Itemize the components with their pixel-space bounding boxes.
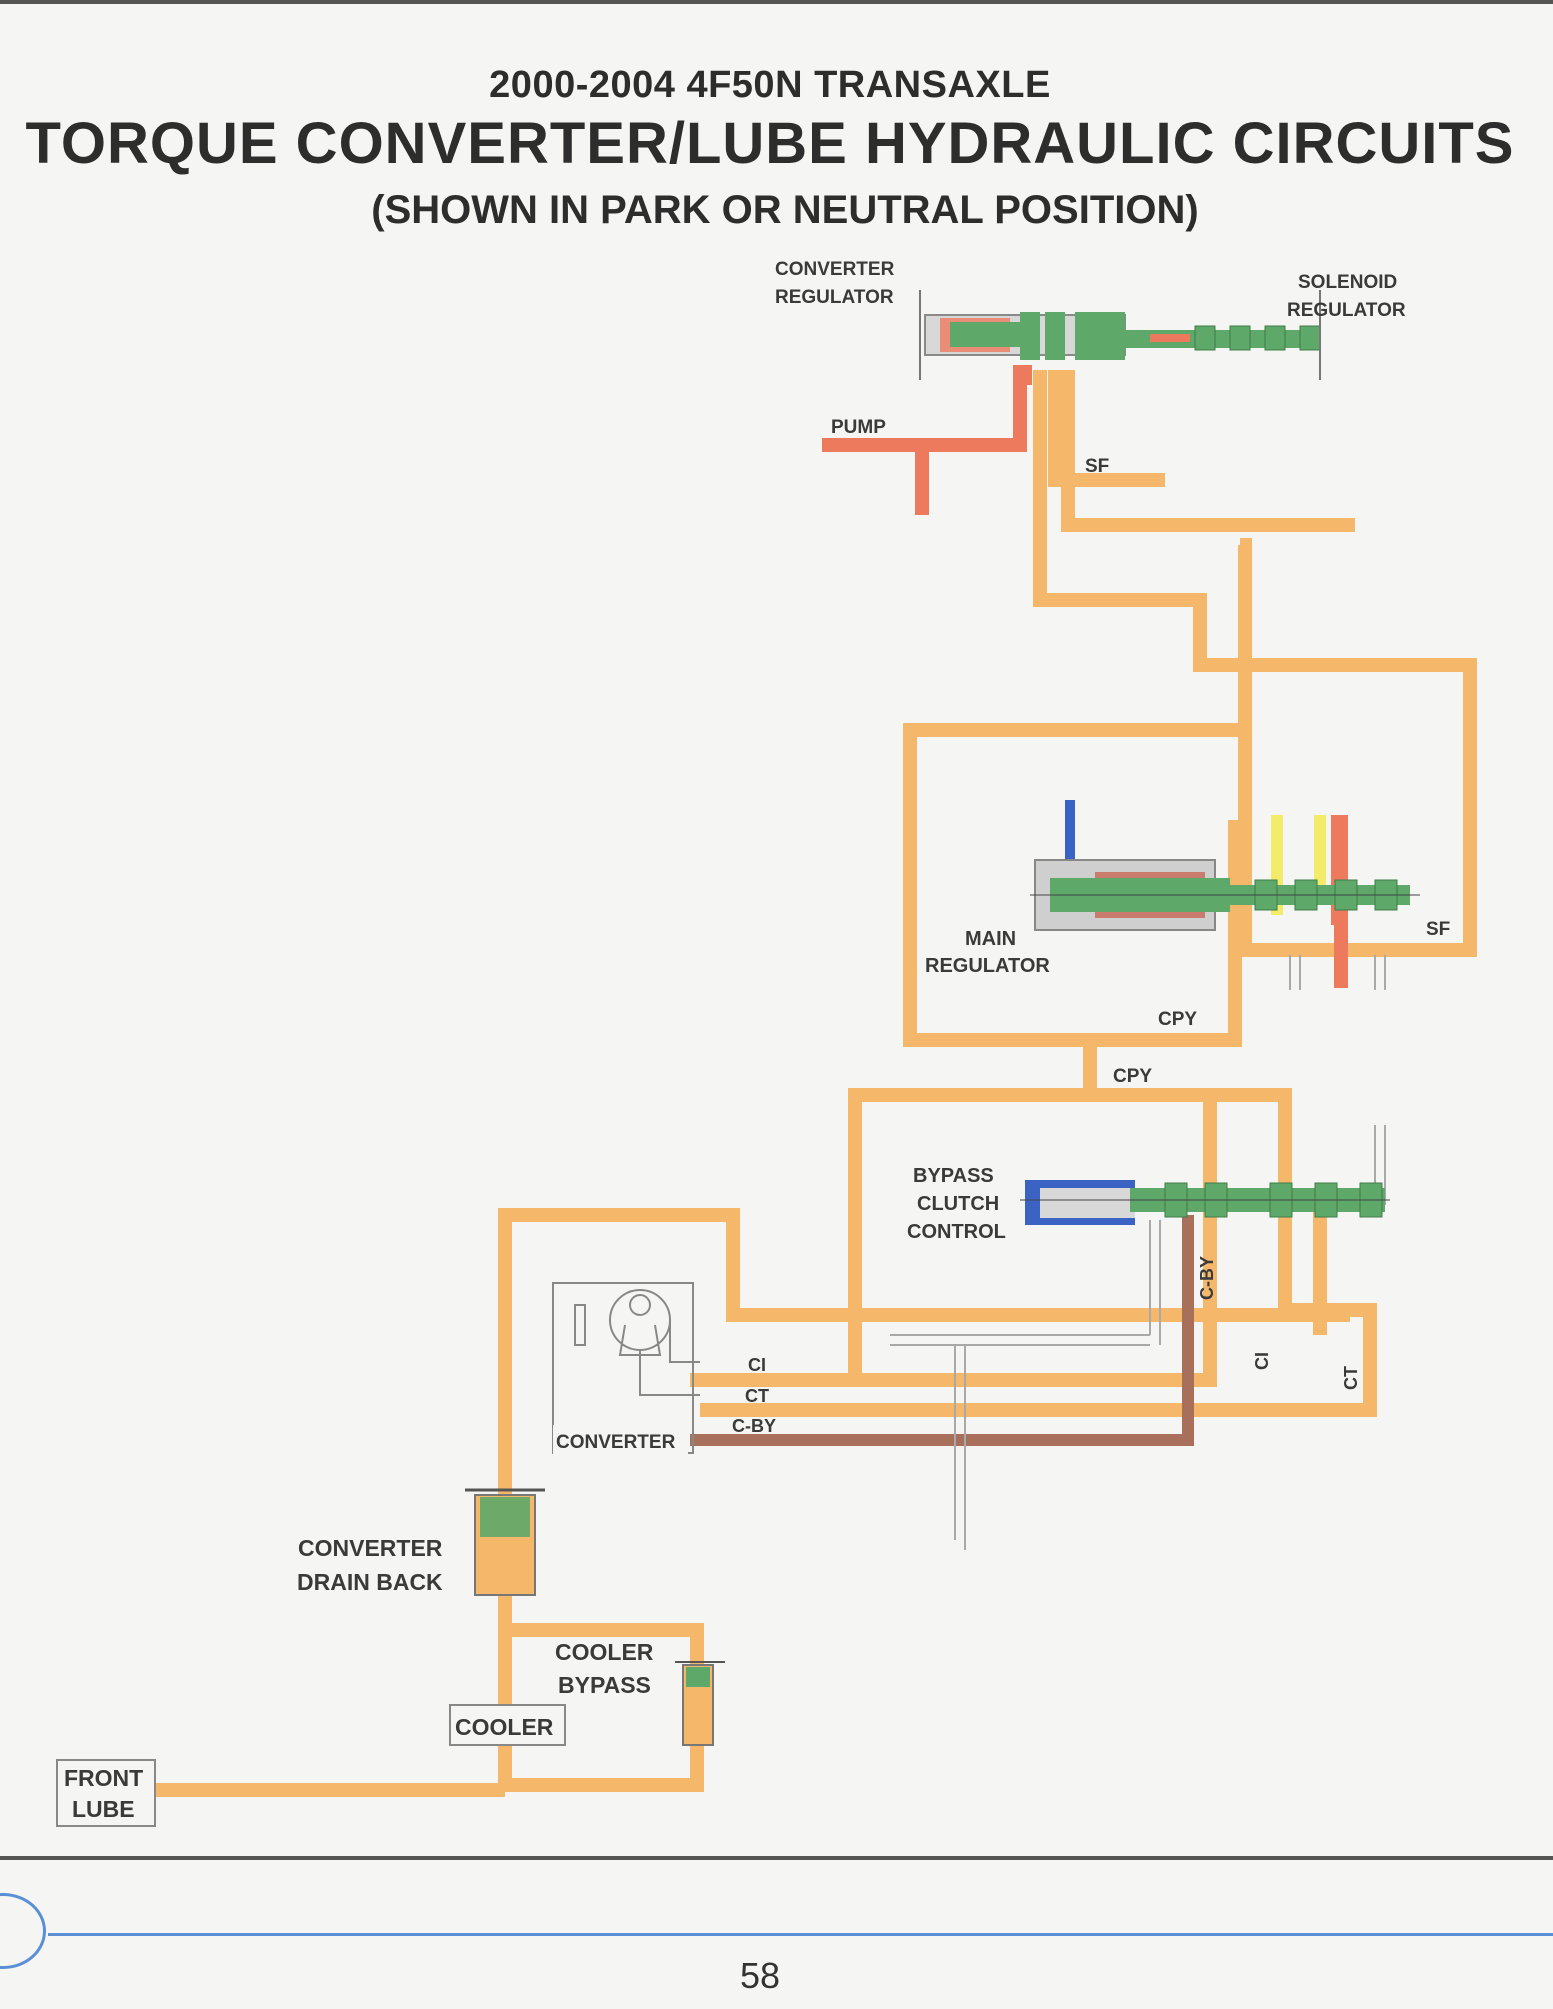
label-drain-back-1: CONVERTER	[298, 1535, 443, 1561]
label-c-by-vertical: C-BY	[1197, 1256, 1217, 1300]
conv-reg-feed-right	[1061, 370, 1355, 532]
label-front-lube-1: FRONT	[64, 1765, 143, 1791]
bypass-clutch-control-valve	[1020, 1180, 1390, 1225]
label-cpy-2: CPY	[1113, 1066, 1152, 1087]
label-bypass-3: CONTROL	[907, 1221, 1006, 1243]
label-ct-vertical: CT	[1341, 1366, 1361, 1390]
front-lube-box	[56, 1759, 156, 1827]
c-by-passages	[690, 1215, 1194, 1446]
label-ci-vertical: CI	[1252, 1352, 1272, 1370]
diagram-title: TORQUE CONVERTER/LUBE HYDRAULIC CIRCUITS	[25, 111, 1515, 176]
label-converter-regulator-2: REGULATOR	[775, 287, 894, 308]
label-pump: PUMP	[831, 417, 886, 438]
label-bypass-2: CLUTCH	[917, 1193, 999, 1215]
label-cooler-bypass-2: BYPASS	[558, 1672, 651, 1698]
converter-regulator-valve	[919, 290, 1321, 380]
lube-passages	[150, 370, 1477, 1797]
footer-line	[48, 1933, 1553, 1936]
label-solenoid-regulator-2: REGULATOR	[1287, 300, 1406, 321]
label-cpy-1: CPY	[1158, 1009, 1197, 1030]
vertical-trunk	[903, 545, 1252, 1047]
label-ci: CI	[748, 1355, 766, 1375]
converter-drain-back-valve	[465, 1488, 545, 1596]
bottom-rule	[0, 1856, 1553, 1860]
label-converter-regulator-1: CONVERTER	[775, 259, 895, 280]
cooler-box	[449, 1704, 566, 1746]
label-main-regulator-1: MAIN	[965, 928, 1016, 950]
label-cooler-bypass-1: COOLER	[555, 1639, 654, 1665]
position-note: (SHOWN IN PARK OR NEUTRAL POSITION)	[371, 188, 1199, 232]
label-c-by: C-BY	[732, 1416, 776, 1436]
label-sf-right: SF	[1426, 919, 1450, 940]
label-ct: CT	[745, 1386, 769, 1406]
main-regulator-valve	[1030, 859, 1420, 931]
label-sf-top: SF	[1085, 456, 1109, 477]
top-rule	[0, 0, 1553, 4]
sf-feed	[1048, 370, 1165, 487]
converter-top	[498, 1208, 1350, 1560]
label-solenoid-regulator-1: SOLENOID	[1298, 272, 1397, 293]
cooler-bypass-valve	[675, 1661, 725, 1746]
label-converter: CONVERTER	[556, 1432, 676, 1453]
label-front-lube-2: LUBE	[72, 1796, 135, 1822]
label-bypass-1: BYPASS	[913, 1165, 994, 1187]
diagram-subtitle: 2000-2004 4F50N TRANSAXLE	[489, 64, 1051, 106]
converter-label-box	[553, 1425, 688, 1455]
label-cooler: COOLER	[455, 1714, 554, 1740]
label-main-regulator-2: REGULATOR	[925, 955, 1050, 977]
label-drain-back-2: DRAIN BACK	[297, 1569, 443, 1595]
ci-line	[690, 1215, 862, 1387]
page-number: 58	[740, 1955, 781, 1996]
